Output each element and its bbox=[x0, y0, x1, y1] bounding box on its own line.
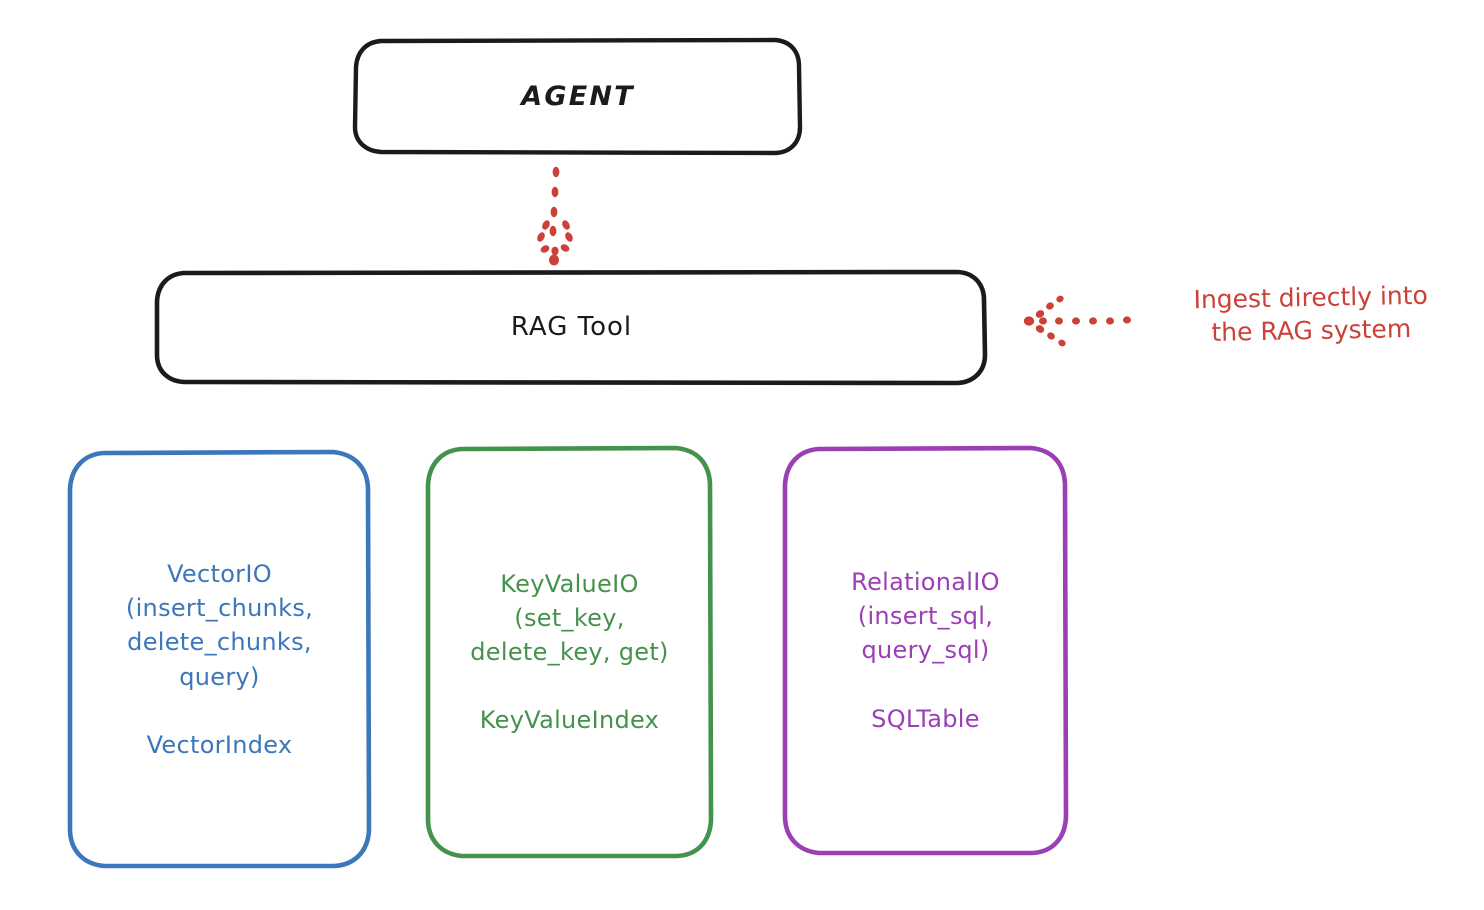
node-agent-label: AGENT bbox=[521, 80, 635, 112]
node-rag-tool[interactable]: RAG Tool bbox=[157, 272, 986, 383]
node-agent[interactable]: AGENT bbox=[355, 40, 801, 153]
agent-to-rag-tool-arrow bbox=[537, 166, 573, 266]
rag-tool-box-outline bbox=[154, 269, 988, 386]
ingest-annotation-label: Ingest directly into the RAG system bbox=[1193, 280, 1429, 347]
agent-box-outline bbox=[352, 37, 803, 156]
node-key-value-io[interactable]: KeyValueIO (set_key, delete_key, get) Ke… bbox=[428, 448, 711, 856]
relationalio-box-outline bbox=[782, 445, 1069, 856]
node-vector-io-label: VectorIO (insert_chunks, delete_chunks, … bbox=[125, 560, 314, 759]
node-vector-io[interactable]: VectorIO (insert_chunks, delete_chunks, … bbox=[70, 452, 369, 867]
node-relational-io[interactable]: RelationalIO (insert_sql, query_sql) SQL… bbox=[785, 448, 1066, 853]
node-relational-io-label: RelationalIO (insert_sql, query_sql) SQL… bbox=[851, 568, 1000, 733]
node-key-value-io-label: KeyValueIO (set_key, delete_key, get) Ke… bbox=[470, 569, 669, 735]
keyvalueio-box-outline bbox=[425, 445, 714, 859]
vectorio-box-outline bbox=[67, 449, 372, 869]
ingest-annotation-arrow bbox=[1023, 295, 1131, 347]
node-rag-tool-label: RAG Tool bbox=[510, 311, 633, 342]
